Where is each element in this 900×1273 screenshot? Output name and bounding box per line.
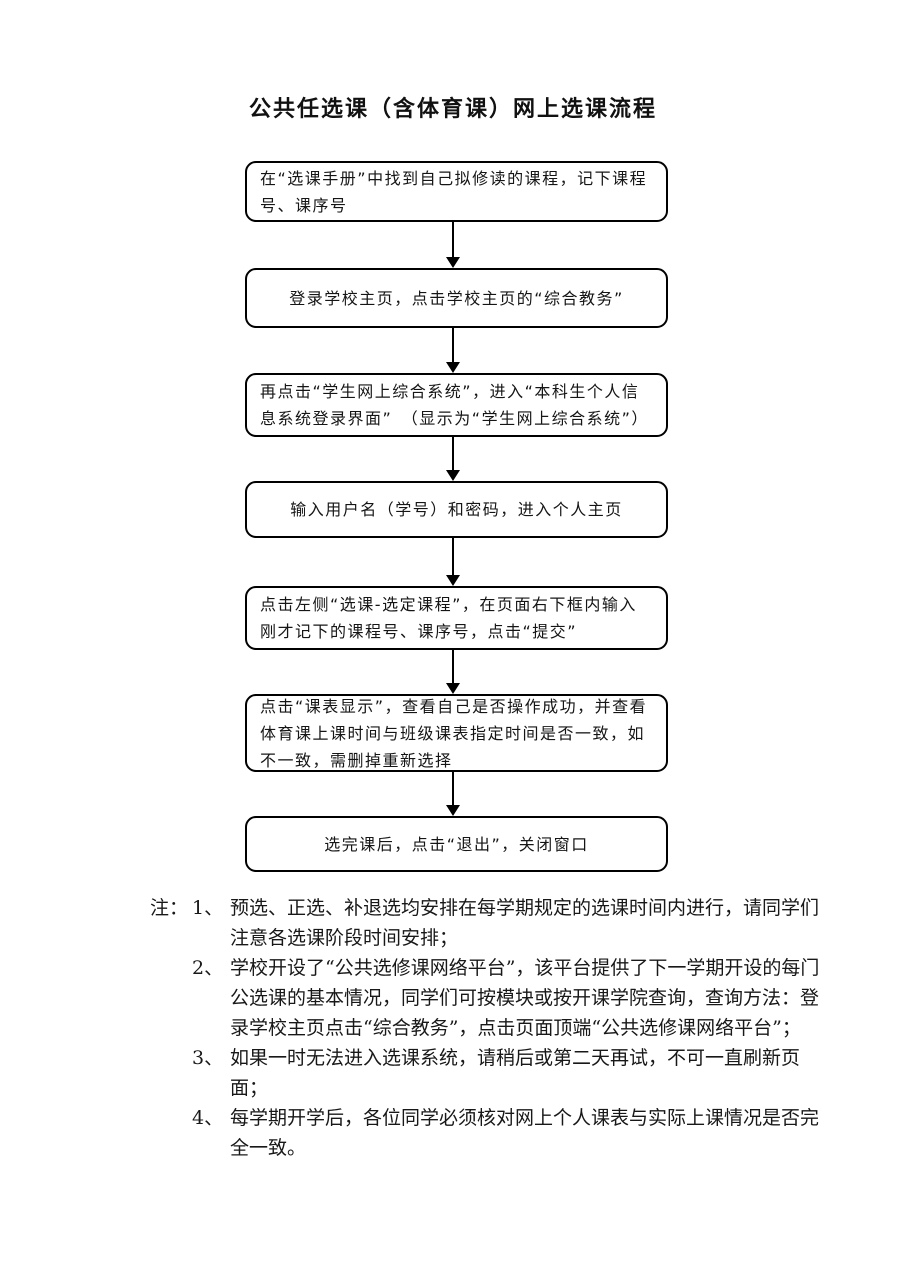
arrow-down-icon — [446, 683, 460, 694]
note-item-2: 2、 学校开设了“公共选修课网络平台”，该平台提供了下一学期开设的每门公选课的基… — [192, 953, 850, 1043]
arrow-shaft — [452, 328, 454, 363]
flow-step-3-label: 再点击“学生网上综合系统”，进入“本科生个人信息系统登录界面” （显示为“学生网… — [260, 382, 649, 428]
arrow-shaft — [452, 650, 454, 684]
arrow-shaft — [452, 222, 454, 258]
flow-step-4: 输入用户名（学号）和密码，进入个人主页 — [245, 481, 668, 538]
flow-connector-2 — [445, 328, 461, 373]
arrow-down-icon — [446, 470, 460, 481]
note-text: 预选、正选、补退选均安排在每学期规定的选课时间内进行，请同学们注意各选课阶段时间… — [230, 897, 820, 949]
page-title: 公共任选课（含体育课）网上选课流程 — [248, 97, 657, 122]
flow-step-2: 登录学校主页，点击学校主页的“综合教务” — [245, 268, 668, 328]
flow-step-3: 再点击“学生网上综合系统”，进入“本科生个人信息系统登录界面” （显示为“学生网… — [245, 373, 668, 437]
flow-connector-1 — [445, 222, 461, 268]
note-item-1: 1、 预选、正选、补退选均安排在每学期规定的选课时间内进行，请同学们注意各选课阶… — [192, 893, 850, 953]
note-number: 2、 — [192, 957, 224, 979]
arrow-down-icon — [446, 362, 460, 373]
note-item-3: 3、 如果一时无法进入选课系统，请稍后或第二天再试，不可一直刷新页面； — [192, 1043, 850, 1103]
flow-step-1-label: 在“选课手册”中找到自己拟修读的课程，记下课程号、课序号 — [260, 168, 648, 215]
note-text: 每学期开学后，各位同学必须核对网上个人课表与实际上课情况是否完全一致。 — [230, 1107, 820, 1159]
flow-step-1: 在“选课手册”中找到自己拟修读的课程，记下课程号、课序号 — [245, 161, 668, 222]
note-text: 学校开设了“公共选修课网络平台”，该平台提供了下一学期开设的每门公选课的基本情况… — [230, 957, 820, 1039]
arrow-shaft — [452, 538, 454, 576]
flow-connector-6 — [445, 772, 461, 816]
arrow-down-icon — [446, 257, 460, 268]
flow-connector-3 — [445, 437, 461, 481]
arrow-down-icon — [446, 575, 460, 586]
note-text: 如果一时无法进入选课系统，请稍后或第二天再试，不可一直刷新页面； — [230, 1047, 801, 1099]
flow-step-5-label: 点击左侧“选课-选定课程”，在页面右下框内输入刚才记下的课程号、课序号，点击“提… — [260, 595, 637, 641]
note-number: 1、 — [192, 897, 224, 919]
flow-step-7-label: 选完课后，点击“退出”，关闭窗口 — [324, 834, 589, 854]
note-number: 3、 — [192, 1047, 224, 1069]
flow-connector-4 — [445, 538, 461, 586]
arrow-down-icon — [446, 805, 460, 816]
note-number: 4、 — [192, 1107, 224, 1129]
notes-section: 注： 1、 预选、正选、补退选均安排在每学期规定的选课时间内进行，请同学们注意各… — [150, 893, 850, 1163]
flow-step-6-label: 点击“课表显示”，查看自己是否操作成功，并查看体育课上课时间与班级课表指定时间是… — [260, 696, 648, 770]
flow-connector-5 — [445, 650, 461, 694]
flow-step-2-label: 登录学校主页，点击学校主页的“综合教务” — [289, 288, 624, 308]
note-item-4: 4、 每学期开学后，各位同学必须核对网上个人课表与实际上课情况是否完全一致。 — [192, 1103, 850, 1163]
arrow-shaft — [452, 772, 454, 806]
flow-step-7: 选完课后，点击“退出”，关闭窗口 — [245, 816, 668, 872]
flow-step-6: 点击“课表显示”，查看自己是否操作成功，并查看体育课上课时间与班级课表指定时间是… — [245, 694, 668, 772]
flow-step-5: 点击左侧“选课-选定课程”，在页面右下框内输入刚才记下的课程号、课序号，点击“提… — [245, 586, 668, 650]
notes-label: 注： — [150, 897, 189, 919]
arrow-shaft — [452, 437, 454, 471]
notes-list: 1、 预选、正选、补退选均安排在每学期规定的选课时间内进行，请同学们注意各选课阶… — [192, 893, 850, 1163]
flow-step-4-label: 输入用户名（学号）和密码，进入个人主页 — [290, 500, 623, 519]
